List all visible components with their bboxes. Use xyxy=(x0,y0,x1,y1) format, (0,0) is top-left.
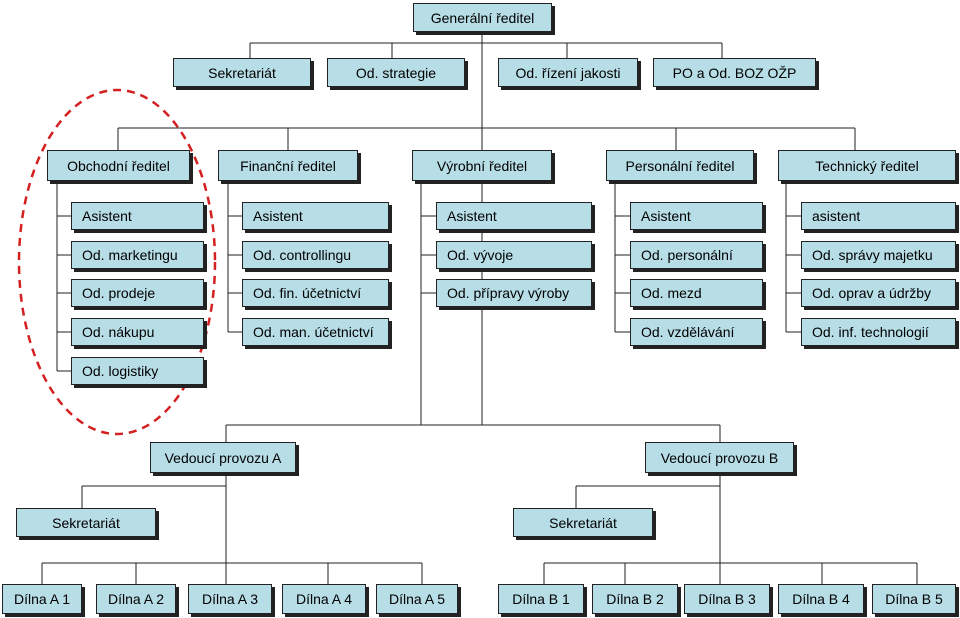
sales-unit-box: Asistent xyxy=(71,202,204,230)
technical-unit-box: Od. správy majetku xyxy=(801,241,956,269)
workshop-b-box: Dílna B 1 xyxy=(498,584,584,614)
sales-unit-box: Od. nákupu xyxy=(71,318,204,346)
staff-strategy-box: Od. strategie xyxy=(327,58,465,87)
sales-unit-box: Od. prodeje xyxy=(71,279,204,307)
workshop-b-box: Dílna B 4 xyxy=(778,584,864,614)
sales-unit-box: Od. logistiky xyxy=(71,357,204,385)
workshop-b-box: Dílna B 5 xyxy=(872,584,956,614)
personnel-unit-box: Od. personální xyxy=(630,241,763,269)
staff-safety-box: PO a Od. BOZ OŽP xyxy=(653,58,816,87)
technical-unit-box: asistent xyxy=(801,202,956,230)
workshop-a-box: Dílna A 5 xyxy=(376,584,458,614)
plant-b-head-box: Vedoucí provozu B xyxy=(645,442,794,473)
workshop-a-box: Dílna A 2 xyxy=(96,584,176,614)
director-personnel-box: Personální ředitel xyxy=(606,150,754,181)
production-unit-box: Od. přípravy výroby xyxy=(436,279,592,307)
plant-a-head-box: Vedoucí provozu A xyxy=(150,442,296,473)
workshop-b-box: Dílna B 2 xyxy=(592,584,678,614)
production-unit-box: Od. vývoje xyxy=(436,241,592,269)
workshop-a-box: Dílna A 1 xyxy=(2,584,82,614)
workshop-b-box: Dílna B 3 xyxy=(684,584,770,614)
finance-unit-box: Asistent xyxy=(242,202,389,230)
technical-unit-box: Od. inf. technologií xyxy=(801,318,956,346)
director-finance-box: Finanční ředitel xyxy=(218,150,358,181)
director-production-box: Výrobní ředitel xyxy=(412,150,552,181)
plant-b-secretariat-box: Sekretariát xyxy=(513,508,653,537)
finance-unit-box: Od. fin. účetnictví xyxy=(242,279,389,307)
workshop-a-box: Dílna A 3 xyxy=(188,584,272,614)
technical-unit-box: Od. oprav a údržby xyxy=(801,279,956,307)
production-unit-box: Asistent xyxy=(436,202,592,230)
general-director-box: Generální ředitel xyxy=(413,3,552,32)
director-technical-box: Technický ředitel xyxy=(778,150,956,181)
staff-secretariat-box: Sekretariát xyxy=(173,58,311,87)
personnel-unit-box: Asistent xyxy=(630,202,763,230)
plant-a-secretariat-box: Sekretariát xyxy=(16,508,156,537)
director-sales-box: Obchodní ředitel xyxy=(47,150,190,181)
personnel-unit-box: Od. vzdělávání xyxy=(630,318,763,346)
personnel-unit-box: Od. mezd xyxy=(630,279,763,307)
finance-unit-box: Od. man. účetnictví xyxy=(242,318,389,346)
finance-unit-box: Od. controllingu xyxy=(242,241,389,269)
staff-quality-box: Od. řízení jakosti xyxy=(498,58,638,87)
workshop-a-box: Dílna A 4 xyxy=(282,584,366,614)
sales-unit-box: Od. marketingu xyxy=(71,241,204,269)
highlight-ellipse xyxy=(17,88,217,436)
